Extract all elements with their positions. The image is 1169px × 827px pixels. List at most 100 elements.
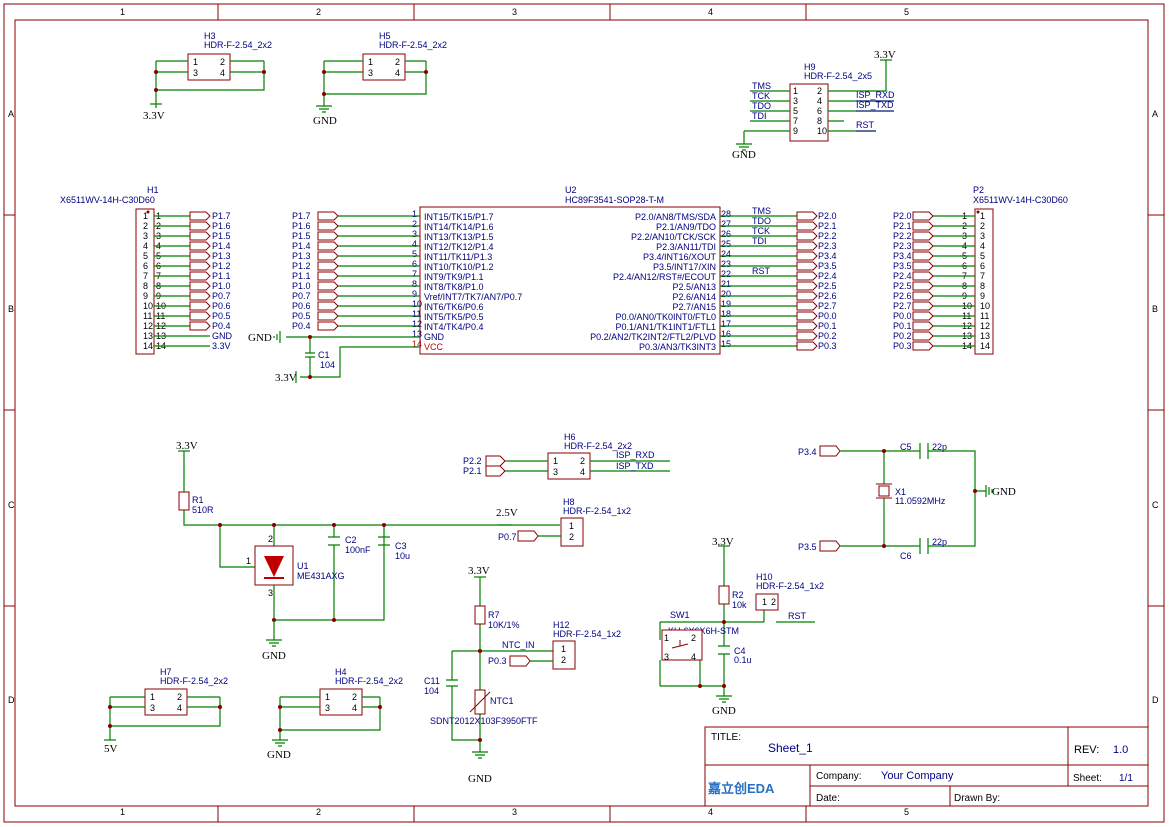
h1-net-label: 3.3V: [212, 341, 231, 351]
h1-net-port: [189, 221, 211, 231]
svg-text:3: 3: [368, 68, 373, 78]
h1-net-label: P1.7: [212, 211, 231, 221]
inner-frame: [14, 19, 1149, 807]
svg-text:TMS: TMS: [752, 81, 771, 91]
svg-text:TDI: TDI: [752, 111, 767, 121]
h7-part: HDR-F-2.54_2x2: [160, 676, 228, 686]
u2-left-port: [317, 221, 339, 231]
xtal-p34: P3.4: [798, 447, 817, 457]
u2-pin-name: INT6/TK6/P0.6: [424, 302, 484, 312]
header-h3[interactable]: H3 HDR-F-2.54_2x2 1 3 2 4 3.3V: [143, 31, 272, 122]
u2-pin-number: 28: [721, 209, 731, 219]
h8-net: P0.7: [498, 532, 517, 542]
h1-net-port: [189, 241, 211, 251]
u2-right-net: P3.4: [818, 251, 837, 261]
frame-row-label: A: [8, 109, 14, 119]
u2-right-net: P2.7: [818, 301, 837, 311]
svg-text:1: 1: [368, 57, 373, 67]
h1-net-port: [189, 291, 211, 301]
p2-net-label: P0.1: [893, 321, 912, 331]
h1-pin-number: 8: [143, 281, 148, 291]
frame-row-label: D: [1152, 695, 1159, 705]
h9-part: HDR-F-2.54_2x5: [804, 71, 872, 81]
voltage-reference-circuit[interactable]: 3.3V R1 510R 1 2 3 U1 ME431AXG C2 100nF …: [176, 440, 631, 662]
h1-net-label: P0.4: [212, 321, 231, 331]
u2-right-tag: RST: [752, 266, 771, 276]
svg-text:P2.1: P2.1: [463, 466, 482, 476]
u2-pin-number: 22: [721, 269, 731, 279]
frame-row-label: B: [1152, 304, 1158, 314]
u2-right-port: [796, 311, 818, 321]
ntc-circuit[interactable]: 3.3V R7 10K/1% C11 104 NTC1 SDNT2012X103…: [424, 565, 621, 785]
u2-right-net: P2.3: [818, 241, 837, 251]
outer-frame: [3, 3, 1165, 823]
u2-right-net: P2.2: [818, 231, 837, 241]
h1-pin-number: 1: [143, 211, 148, 221]
r1-designator: R1: [192, 495, 204, 505]
crystal-circuit[interactable]: P3.4 P3.5 C5 22p C6 22p X1 11.0592MHz GN…: [798, 442, 1016, 561]
ntc1-value: SDNT2012X103F3950FTF: [430, 716, 538, 726]
svg-text:3: 3: [150, 703, 155, 713]
u2-right-port: [796, 241, 818, 251]
x1-designator: X1: [895, 487, 906, 497]
header-h4[interactable]: H4 HDR-F-2.54_2x2 1 3 2 4 GND: [267, 667, 403, 761]
svg-text:ISP_RXD: ISP_RXD: [616, 450, 655, 460]
rst-gnd: GND: [712, 705, 736, 717]
svg-text:3: 3: [793, 96, 798, 106]
header-h7[interactable]: H7 HDR-F-2.54_2x2 1 3 2 4 5V: [104, 667, 228, 755]
h1-net-label: P1.5: [212, 231, 231, 241]
p2-net-label: P2.3: [893, 241, 912, 251]
reset-circuit[interactable]: 3.3V R2 10k C4 0.1u SW1 KH-6X6X6H-STM 3 …: [659, 536, 824, 717]
h4-power-gnd: GND: [267, 749, 291, 761]
u2-pin-number: 9: [412, 289, 417, 299]
svg-text:6: 6: [817, 106, 822, 116]
h10-tag: RST: [788, 611, 807, 621]
p2-net-label: P3.4: [893, 251, 912, 261]
p2-net-port: [912, 271, 934, 281]
p2-pin-inner: 3: [980, 231, 985, 241]
p2-pin-inner: 9: [980, 291, 985, 301]
h1-net-label: P1.3: [212, 251, 231, 261]
frame-col-label: 1: [120, 7, 125, 17]
c6-value: 22p: [932, 537, 947, 547]
svg-text:2: 2: [691, 633, 696, 643]
p2-pin-inner: 2: [980, 221, 985, 231]
u2-left-net: P1.7: [292, 211, 311, 221]
svg-text:3: 3: [268, 588, 273, 598]
h1-net-port: [189, 301, 211, 311]
u2-left-net: P1.4: [292, 241, 311, 251]
c1-designator: C1: [318, 350, 330, 360]
h1-pin-number: 7: [143, 271, 148, 281]
c6-designator: C6: [900, 551, 912, 561]
h1-pin-number: 11: [143, 311, 152, 321]
header-h5[interactable]: H5 HDR-F-2.54_2x2 1 3 2 4 GND: [313, 31, 447, 127]
header-h6[interactable]: H6 HDR-F-2.54_2x2 1 3 2 4 P2.2 P2.1 ISP_…: [463, 432, 670, 480]
u2-pin-name: P2.5/AN13: [672, 282, 716, 292]
u2-right-port: [796, 281, 818, 291]
p2-net-label: P2.0: [893, 211, 912, 221]
u2-left-net: P1.6: [292, 221, 311, 231]
u2-pin-name: P2.0/AN8/TMS/SDA: [635, 212, 716, 222]
svg-text:1: 1: [561, 644, 566, 654]
jlc-logo: 嘉立创EDA: [707, 781, 775, 796]
r2-value: 10k: [732, 600, 747, 610]
u2-right-tag: TCK: [752, 226, 770, 236]
u1-designator: U1: [297, 561, 309, 571]
p2-net-label: P2.1: [893, 221, 912, 231]
p2-net-port: [912, 241, 934, 251]
h1-net-port: [189, 311, 211, 321]
u2-left-port: [317, 231, 339, 241]
u2-pin-number: 2: [412, 219, 417, 229]
h1-net-port: [189, 281, 211, 291]
h1-pin-number: 2: [143, 221, 148, 231]
u2-right-port: [796, 341, 818, 351]
svg-text:1: 1: [553, 456, 558, 466]
u2-pin-number: 3: [412, 229, 417, 239]
p2-net-port: [912, 341, 934, 351]
